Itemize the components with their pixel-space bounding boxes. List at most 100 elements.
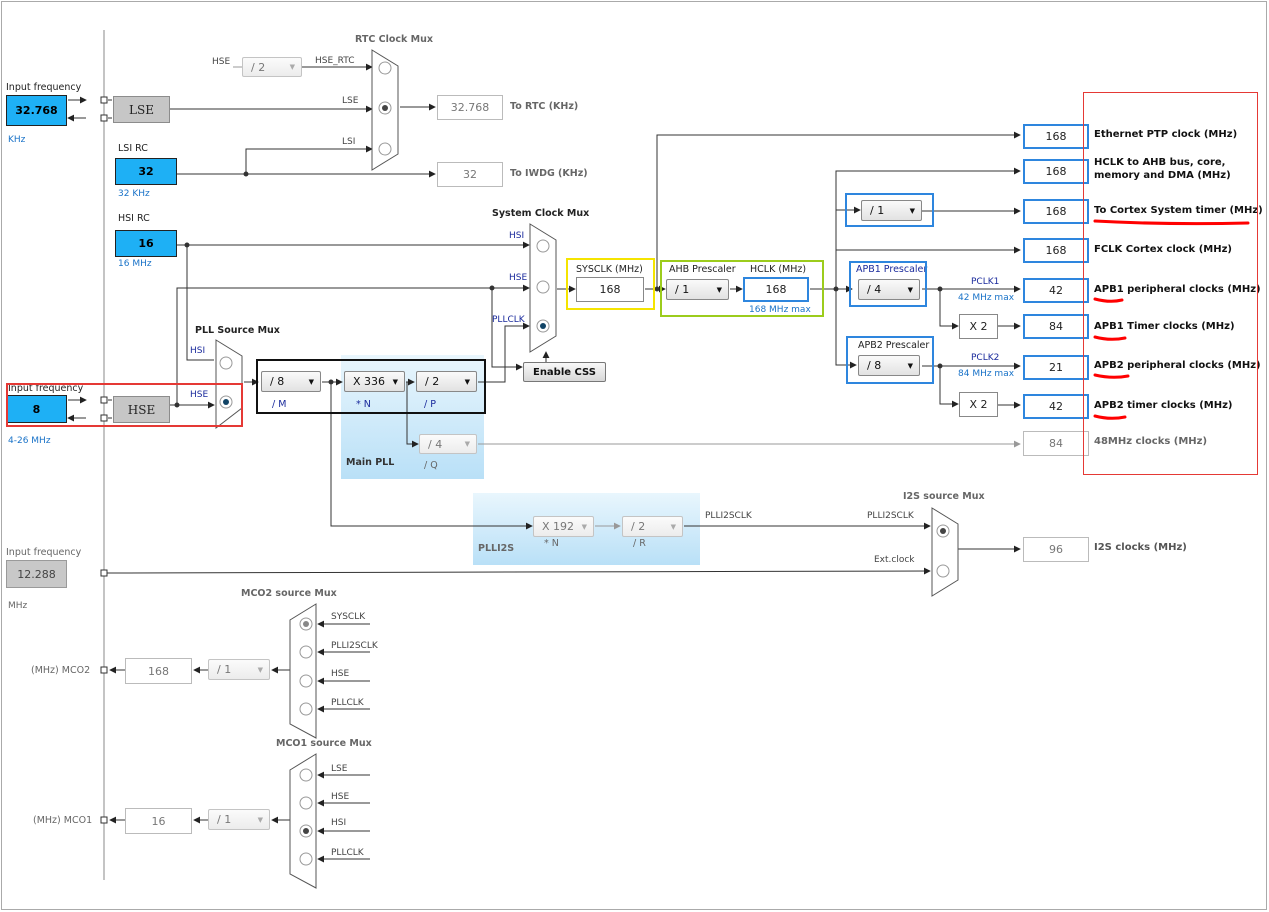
- output-fclk-value: 168: [1023, 238, 1089, 263]
- chevron-down-icon: ▼: [257, 815, 263, 824]
- sysmux-title: System Clock Mux: [492, 208, 590, 219]
- ext-input-title: Input frequency: [6, 547, 82, 558]
- pclk2-label: PCLK2: [971, 353, 1000, 363]
- output-apb2-periph-label: APB2 peripheral clocks (MHz): [1094, 360, 1261, 371]
- mco1-input-lse: LSE: [331, 764, 348, 774]
- pll-q-divider[interactable]: / 4▼: [419, 434, 477, 454]
- output-apb2-timer-value: 42: [1023, 394, 1089, 419]
- i2s-mux-title: I2S source Mux: [903, 491, 985, 502]
- pll-m-label: / M: [272, 399, 287, 410]
- sysmux-pllclk-label: PLLCLK: [492, 315, 525, 325]
- output-apb2-periph-value: 21: [1023, 355, 1089, 380]
- ext-input-frequency[interactable]: 12.288: [6, 560, 67, 588]
- iwdg-output-label: To IWDG (KHz): [510, 168, 588, 179]
- chevron-down-icon: ▼: [670, 522, 676, 531]
- ahb-prescaler-select[interactable]: / 1▼: [666, 279, 729, 300]
- sysmux-hse-label: HSE: [509, 273, 528, 283]
- mco1-divider[interactable]: / 1▼: [208, 809, 270, 830]
- chevron-down-icon: ▼: [289, 63, 295, 71]
- pclk1-label: PCLK1: [971, 277, 1000, 287]
- pll-n-label: * N: [356, 399, 371, 410]
- mco1-output-value: 16: [125, 808, 192, 834]
- sysclk-title: SYSCLK (MHz): [576, 264, 643, 275]
- chevron-down-icon: ▼: [308, 377, 314, 386]
- i2s-plli2sclk-label: PLLI2SCLK: [867, 511, 914, 521]
- mco1-input-hse: HSE: [331, 792, 350, 802]
- plli2s-title: PLLI2S: [478, 543, 515, 554]
- hse-input-frequency[interactable]: 8: [6, 395, 67, 423]
- cortex-timer-divider[interactable]: / 1▼: [861, 200, 922, 221]
- pll-q-label: / Q: [424, 460, 438, 471]
- output-fclk-label: FCLK Cortex clock (MHz): [1094, 244, 1232, 255]
- output-ethernet-ptp-value: 168: [1023, 124, 1089, 149]
- rtc-hse-divider[interactable]: / 2▼: [242, 57, 302, 77]
- pll-source-mux-title: PLL Source Mux: [195, 325, 280, 336]
- apb1-prescaler-title: APB1 Prescaler: [856, 264, 928, 275]
- rtc-lse-label: LSE: [342, 96, 359, 106]
- ext-input-unit: MHz: [8, 601, 28, 611]
- apb2-prescaler-select[interactable]: / 8▼: [858, 355, 920, 376]
- rtc-mux-title: RTC Clock Mux: [355, 34, 434, 45]
- pllsrc-hse-label: HSE: [190, 390, 209, 400]
- hclk-title: HCLK (MHz): [750, 264, 807, 275]
- chevron-down-icon: ▼: [909, 206, 915, 215]
- chevron-down-icon: ▼: [464, 377, 470, 386]
- chevron-down-icon: ▼: [464, 440, 470, 448]
- plli2s-n-label: * N: [544, 538, 559, 549]
- hclk-value[interactable]: 168: [743, 277, 809, 302]
- i2s-ext-label: Ext.clock: [874, 555, 915, 565]
- rtc-hse-label: HSE: [212, 57, 231, 67]
- chevron-down-icon: ▼: [716, 285, 722, 294]
- mco2-input-sysclk: SYSCLK: [331, 612, 366, 622]
- rtc-output-value: 32.768: [437, 95, 503, 120]
- mco1-output-label: (MHz) MCO1: [33, 815, 93, 826]
- mco2-output-value: 168: [125, 658, 192, 684]
- pll-n-multiplier[interactable]: X 336▼: [344, 371, 405, 392]
- chevron-down-icon: ▼: [907, 361, 913, 370]
- i2s-output-label: I2S clocks (MHz): [1094, 542, 1187, 553]
- mco2-divider[interactable]: / 1▼: [208, 659, 270, 680]
- output-hclk-label-line2: memory and DMA (MHz): [1094, 170, 1231, 181]
- output-cortex-timer-label: To Cortex System timer (MHz): [1094, 205, 1263, 216]
- output-apb2-timer-label: APB2 timer clocks (MHz): [1094, 400, 1233, 411]
- pll-p-divider[interactable]: / 2▼: [416, 371, 477, 392]
- rtc-hse-rtc-label: HSE_RTC: [315, 56, 355, 66]
- ahb-prescaler-title: AHB Prescaler: [669, 264, 736, 275]
- i2s-output-value: 96: [1023, 537, 1089, 562]
- mco2-output-label: (MHz) MCO2: [31, 665, 91, 676]
- plli2s-out-label: PLLI2SCLK: [705, 511, 752, 521]
- plli2s-r-divider[interactable]: / 2▼: [622, 516, 683, 537]
- output-apb1-timer-value: 84: [1023, 314, 1089, 339]
- output-cortex-timer-value: 168: [1023, 199, 1089, 224]
- apb1-max: 42 MHz max: [958, 293, 1015, 303]
- output-apb1-periph-label: APB1 peripheral clocks (MHz): [1094, 284, 1261, 295]
- hse-input-title: Input frequency: [8, 383, 84, 394]
- pllsrc-hsi-label: HSI: [190, 346, 206, 356]
- plli2s-n-multiplier[interactable]: X 192▼: [533, 516, 594, 537]
- lse-oscillator: LSE: [113, 96, 170, 123]
- output-apb1-periph-value: 42: [1023, 278, 1089, 303]
- pll-p-label: / P: [424, 399, 436, 410]
- lse-input-unit: KHz: [8, 135, 26, 145]
- mco1-mux-title: MCO1 source Mux: [276, 738, 372, 749]
- enable-css-button[interactable]: Enable CSS: [523, 362, 606, 382]
- hse-oscillator: HSE: [113, 396, 170, 423]
- iwdg-output-value: 32: [437, 162, 503, 187]
- apb2-timer-multiplier: X 2: [959, 392, 998, 417]
- lsi-sub: 32 KHz: [118, 189, 150, 199]
- mco2-mux-title: MCO2 source Mux: [241, 588, 337, 599]
- lse-input-frequency[interactable]: 32.768: [6, 95, 67, 126]
- lsi-value: 32: [115, 158, 177, 185]
- output-hclk-label: HCLK to AHB bus, core,: [1094, 157, 1226, 168]
- hsi-title: HSI RC: [118, 213, 150, 224]
- rtc-lsi-label: LSI: [342, 137, 356, 147]
- mco1-input-hsi: HSI: [331, 818, 347, 828]
- output-48mhz-value: 84: [1023, 431, 1089, 456]
- mco1-input-pllclk: PLLCLK: [331, 848, 364, 858]
- apb1-prescaler-select[interactable]: / 4▼: [858, 279, 920, 300]
- output-ethernet-ptp-label: Ethernet PTP clock (MHz): [1094, 129, 1238, 140]
- hclk-max: 168 MHz max: [749, 305, 811, 315]
- pll-m-divider[interactable]: / 8▼: [261, 371, 321, 392]
- output-48mhz-label: 48MHz clocks (MHz): [1094, 436, 1208, 447]
- mco2-input-hse: HSE: [331, 669, 350, 679]
